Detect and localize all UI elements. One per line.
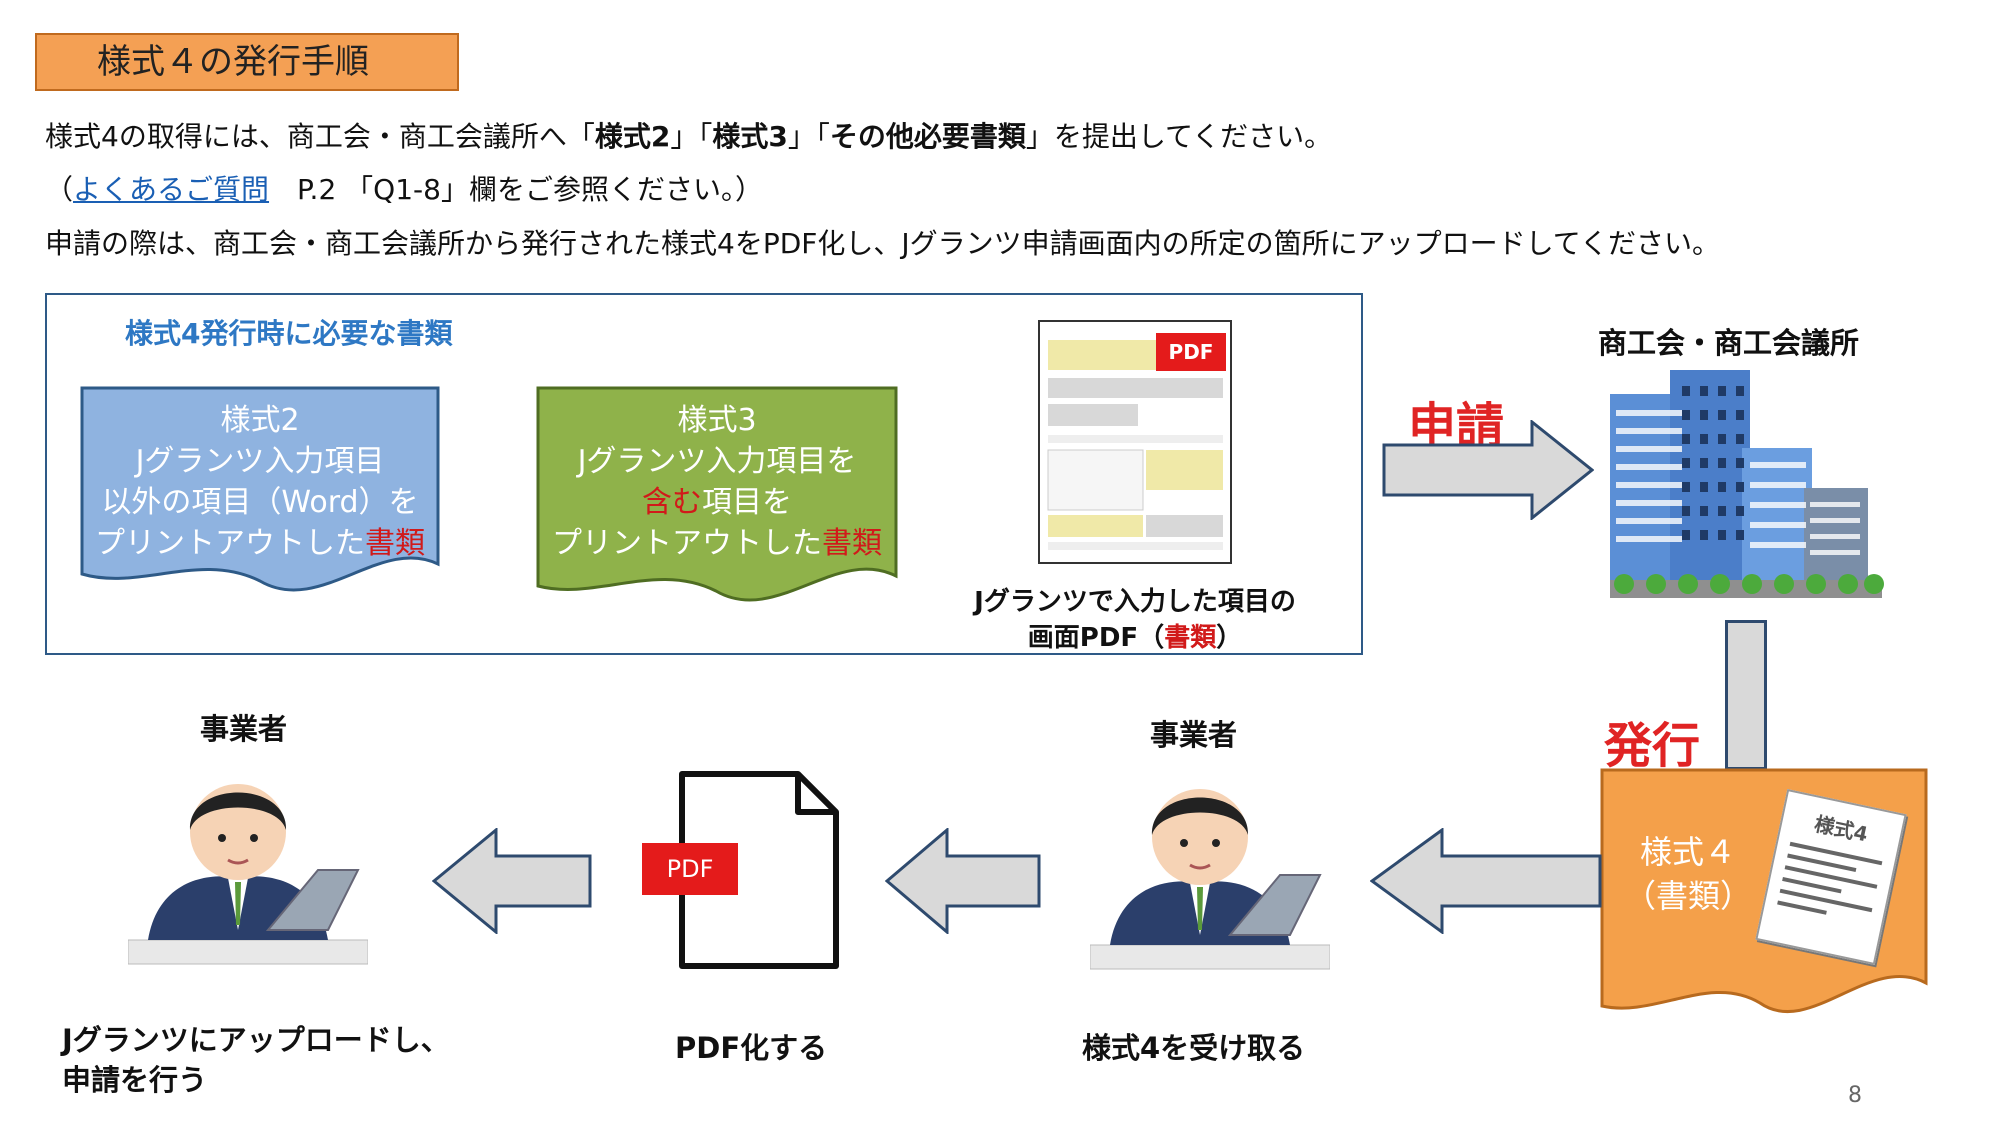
- intro-text: 」「: [787, 120, 830, 153]
- pdf-caption: PDF化する: [675, 1031, 828, 1065]
- chamber-label: 商工会・商工会議所: [1598, 326, 1860, 360]
- intro-text: 」を提出してください。: [1025, 120, 1333, 153]
- screen-pdf-docs-red: 書類: [1164, 623, 1217, 653]
- faq-link[interactable]: よくあるご質問: [73, 173, 270, 206]
- form2-document-shape: [80, 386, 440, 592]
- form3-text: 様式3 Jグランツ入力項目を 含む項目を プリントアウトした書類: [536, 400, 898, 564]
- businessperson-icon: [1090, 789, 1330, 970]
- pdf-file-badge: PDF: [642, 843, 738, 895]
- intro-other-docs: その他必要書類: [829, 120, 1026, 153]
- intro-line-1: 様式4の取得には、商工会・商工会議所へ「様式2」「様式3」「その他必要書類」を提…: [45, 115, 1332, 155]
- form3-line3: 含む項目を: [642, 485, 792, 520]
- form3-include-red: 含む: [642, 485, 702, 520]
- form3-line4: プリントアウトした書類: [552, 526, 882, 561]
- left-actor-caption-2: 申請を行う: [62, 1063, 208, 1097]
- required-docs-heading: 様式4発行時に必要な書類: [125, 317, 453, 350]
- mid-actor-title: 事業者: [1150, 718, 1238, 752]
- intro-text: （: [45, 173, 74, 206]
- intro-form3: 様式3: [712, 120, 788, 153]
- mid-actor-caption: 様式4を受け取る: [1082, 1031, 1306, 1065]
- left-actor-caption-1: Jグランツにアップロードし、: [62, 1023, 450, 1057]
- form2-line4: プリントアウトした書類: [95, 526, 425, 561]
- intro-text: 」「: [670, 120, 713, 153]
- apply-arrow-right: [1382, 420, 1594, 520]
- page-number: 8: [1848, 1083, 1862, 1108]
- intro-line-2: （よくあるご質問 P.2 「Q1-8」欄をご参照ください。）: [45, 168, 763, 208]
- intro-text: 様式4の取得には、商工会・商工会議所へ「: [45, 120, 595, 153]
- form3-docs-red: 書類: [822, 526, 882, 561]
- form2-text: 様式2 Jグランツ入力項目 以外の項目（Word）を プリントアウトした書類: [80, 400, 440, 564]
- form2-docs-red: 書類: [365, 526, 425, 561]
- form2-line1: 様式2: [220, 403, 300, 438]
- businessperson-icon: [128, 784, 368, 965]
- intro-form2: 様式2: [594, 120, 671, 153]
- required-docs-frame: [45, 293, 1363, 655]
- form4-line2: （書類）: [1623, 877, 1752, 915]
- form4-text: 様式４ （書類）: [1618, 830, 1758, 918]
- form3-line2: Jグランツ入力項目を: [577, 444, 857, 479]
- left-actor-caption: Jグランツにアップロードし、 申請を行う: [62, 1020, 450, 1100]
- page-title: 様式４の発行手順: [35, 33, 459, 91]
- form4-line1: 様式４: [1639, 833, 1736, 871]
- form2-line2: Jグランツ入力項目: [135, 444, 385, 479]
- form2-line3: 以外の項目（Word）を: [101, 485, 419, 520]
- left-actor-title: 事業者: [200, 712, 288, 746]
- building-icon: [1610, 370, 1884, 598]
- issue-label: 発行: [1604, 718, 1701, 774]
- intro-line-3: 申請の際は、商工会・商工会議所から発行された様式4をPDF化し、Jグランツ申請画…: [45, 227, 1720, 260]
- form3-line1: 様式3: [677, 403, 757, 438]
- screen-pdf-caption-1: Jグランツで入力した項目の: [974, 587, 1296, 617]
- upload-arrow-left: [432, 828, 592, 934]
- convert-arrow-left: [885, 828, 1041, 934]
- screen-pdf-caption: Jグランツで入力した項目の 画面PDF（書類）: [955, 584, 1315, 656]
- receive-arrow-left: [1370, 828, 1602, 934]
- screen-pdf-caption-2: 画面PDF（書類）: [1027, 623, 1243, 653]
- intro-text: P.2 「Q1-8」欄をご参照ください。）: [269, 173, 763, 206]
- pdf-badge: PDF: [1156, 333, 1226, 371]
- issue-connector: [1725, 620, 1767, 770]
- pdf-file-icon: [679, 771, 839, 969]
- form3-document-shape: [536, 386, 898, 602]
